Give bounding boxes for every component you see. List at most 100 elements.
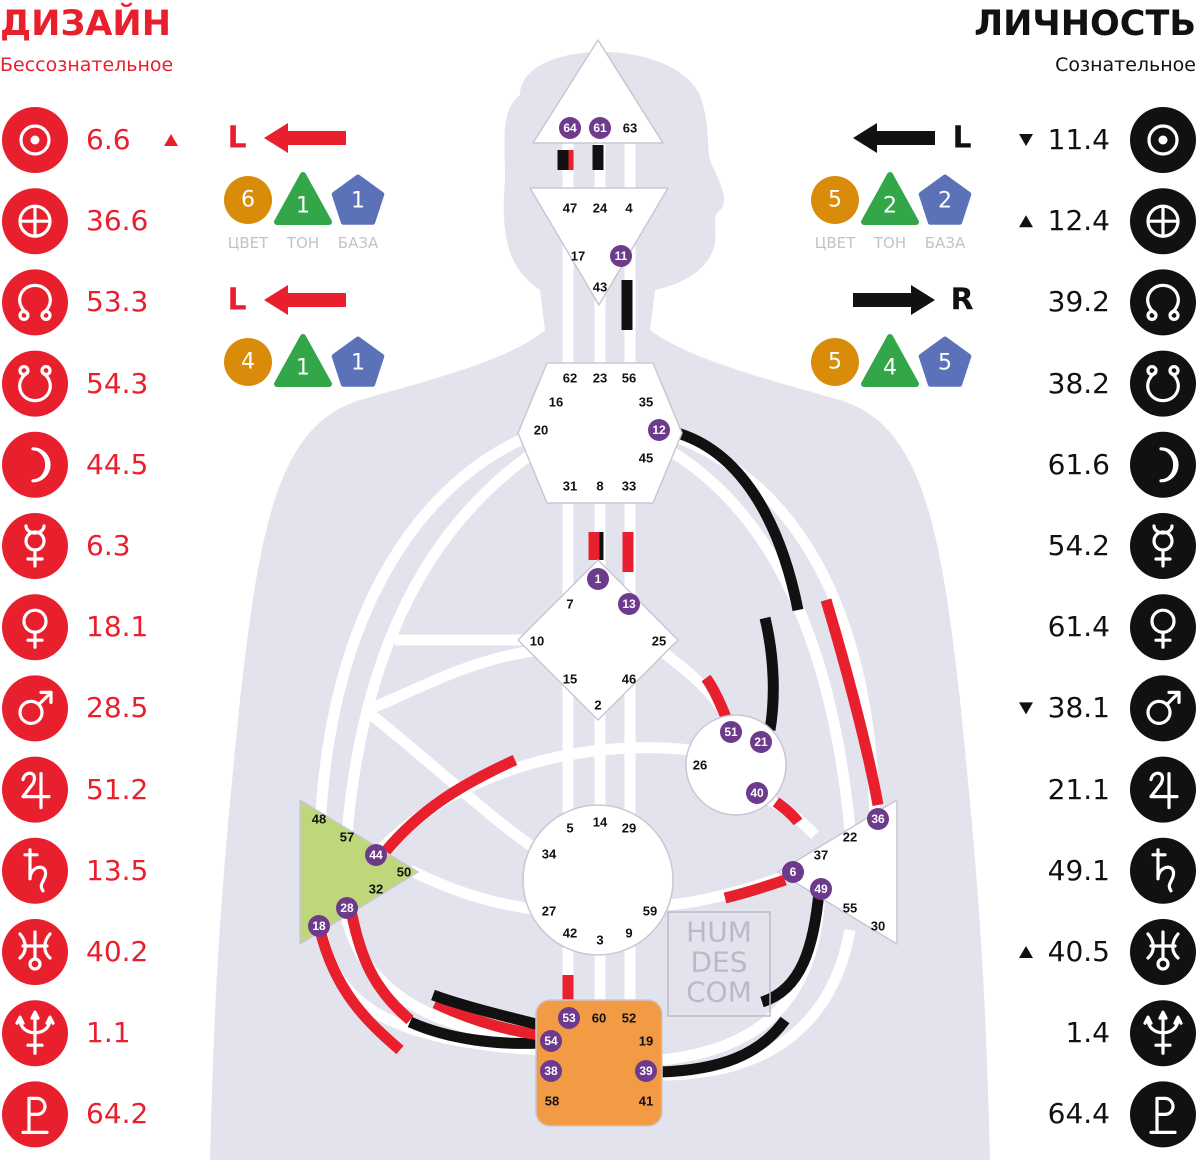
gate-label-18: 18: [312, 919, 326, 933]
sun-icon: [1019, 107, 1196, 173]
design-activation: [432, 998, 541, 1041]
design-activation: [314, 928, 404, 1055]
color-badge: [811, 176, 859, 224]
north-node-icon: [2, 269, 68, 336]
design-gate-line-value: 53.3: [86, 285, 149, 319]
color-value: 6: [241, 188, 255, 213]
moon-icon: [1130, 431, 1196, 498]
active-gate-38: [540, 1060, 562, 1082]
design-gate-line-value: 54.3: [86, 366, 149, 400]
watermark-frame: [667, 911, 771, 1017]
mars-icon: [1019, 675, 1196, 742]
active-gate-49: [810, 878, 832, 900]
gate-label-20: 20: [534, 423, 548, 438]
gate-label-11: 11: [615, 249, 628, 263]
active-gate-28: [336, 897, 358, 919]
gate-label-43: 43: [593, 280, 607, 295]
personality-title: ЛИЧНОСТЬ: [974, 4, 1196, 44]
gate-label-2: 2: [594, 698, 601, 713]
design-gate-line-value: 28.5: [86, 691, 149, 725]
active-gate-21: [750, 731, 772, 753]
gate-label-40: 40: [750, 786, 764, 800]
gate-label-37: 37: [814, 848, 828, 863]
personality-gate-line-value: 11.4: [1047, 123, 1110, 156]
earth-icon: [1019, 188, 1196, 255]
mercury-icon: [2, 513, 68, 579]
gate-label-49: 49: [814, 882, 828, 896]
design-activation: [344, 904, 414, 1025]
design-gate-line-value: 6.6: [86, 123, 131, 156]
gate-label-32: 32: [369, 882, 383, 897]
pluto-icon: [2, 1081, 68, 1148]
gate-label-59: 59: [643, 904, 657, 919]
personality-gate-line-value: 39.2: [1047, 285, 1110, 319]
gate-label-16: 16: [549, 395, 563, 410]
gate-label-36: 36: [871, 812, 885, 826]
active-gate-1: [587, 568, 609, 590]
gate-label-29: 29: [622, 821, 636, 836]
gate-label-52: 52: [622, 1011, 636, 1026]
arrow-left-icon: [853, 123, 935, 153]
south-node-icon: [1130, 350, 1196, 417]
solar-plexus-center: [777, 799, 898, 945]
gate-label-58: 58: [545, 1094, 559, 1109]
variable-label: ЦВЕТ: [815, 234, 856, 252]
personality-planet-column: [1019, 107, 1196, 1148]
design-subtitle: Бессознательное: [0, 54, 174, 76]
design-planet-badge: [2, 513, 68, 579]
venus-icon: [2, 594, 68, 661]
personality-activation: [659, 1016, 790, 1078]
saturn-icon: [2, 837, 68, 904]
gate-label-15: 15: [563, 672, 577, 687]
design-direction-letter: L: [227, 283, 246, 318]
personality-gate-line-value: 61.6: [1047, 447, 1110, 481]
gate-label-48: 48: [312, 812, 326, 827]
personality-activation: [759, 616, 779, 731]
base-badge: [331, 174, 385, 225]
north-node-icon: [1130, 269, 1196, 336]
gate-label-61: 61: [593, 121, 607, 135]
gate-label-13: 13: [622, 597, 636, 611]
variable-label: ТОН: [286, 234, 319, 252]
color-badge: [224, 338, 272, 386]
color-value: 4: [241, 350, 255, 375]
personality-planet-badge: [1130, 350, 1196, 417]
gate-label-30: 30: [871, 919, 885, 934]
gate-label-56: 56: [622, 371, 636, 386]
watermark-text: HUM: [686, 916, 752, 949]
channel-white: [407, 865, 541, 916]
personality-gate-line-value: 21.1: [1047, 772, 1110, 806]
design-planet-column: [2, 107, 178, 1148]
personality-gate-line-value: 49.1: [1047, 853, 1110, 887]
gate-label-25: 25: [652, 634, 666, 649]
design-activation: [820, 598, 884, 806]
arrow-right-icon: [853, 285, 935, 315]
arrow-left-icon: [264, 285, 346, 315]
personality-gate-line-value: 38.2: [1047, 366, 1110, 400]
gate-label-23: 23: [593, 371, 607, 386]
personality-gate-line-value: 1.4: [1065, 1016, 1110, 1050]
personality-gate-line-value: 38.1: [1047, 691, 1110, 725]
triangle-down-icon: [1019, 134, 1033, 146]
active-gate-53: [558, 1007, 580, 1029]
personality-gate-line-value: 64.4: [1047, 1097, 1110, 1131]
sun-icon: [2, 107, 178, 173]
design-gate-line-value: 51.2: [86, 772, 149, 806]
active-gate-39: [635, 1060, 657, 1082]
watermark-text: COM: [686, 976, 752, 1009]
color-badge: [224, 176, 272, 224]
personality-planet-badge: [1130, 675, 1196, 742]
active-gate-44: [365, 844, 387, 866]
personality-gate-line-value: 61.4: [1047, 610, 1110, 644]
design-gate-line-value: 6.3: [86, 529, 131, 562]
gate-label-55: 55: [843, 901, 857, 916]
design-direction-letter: L: [227, 121, 246, 156]
variable-label: БАЗА: [925, 234, 966, 252]
active-gate-18: [308, 915, 330, 937]
gate-label-53: 53: [562, 1011, 576, 1025]
gate-label-12: 12: [652, 423, 666, 437]
design-planet-badge: [2, 269, 68, 336]
